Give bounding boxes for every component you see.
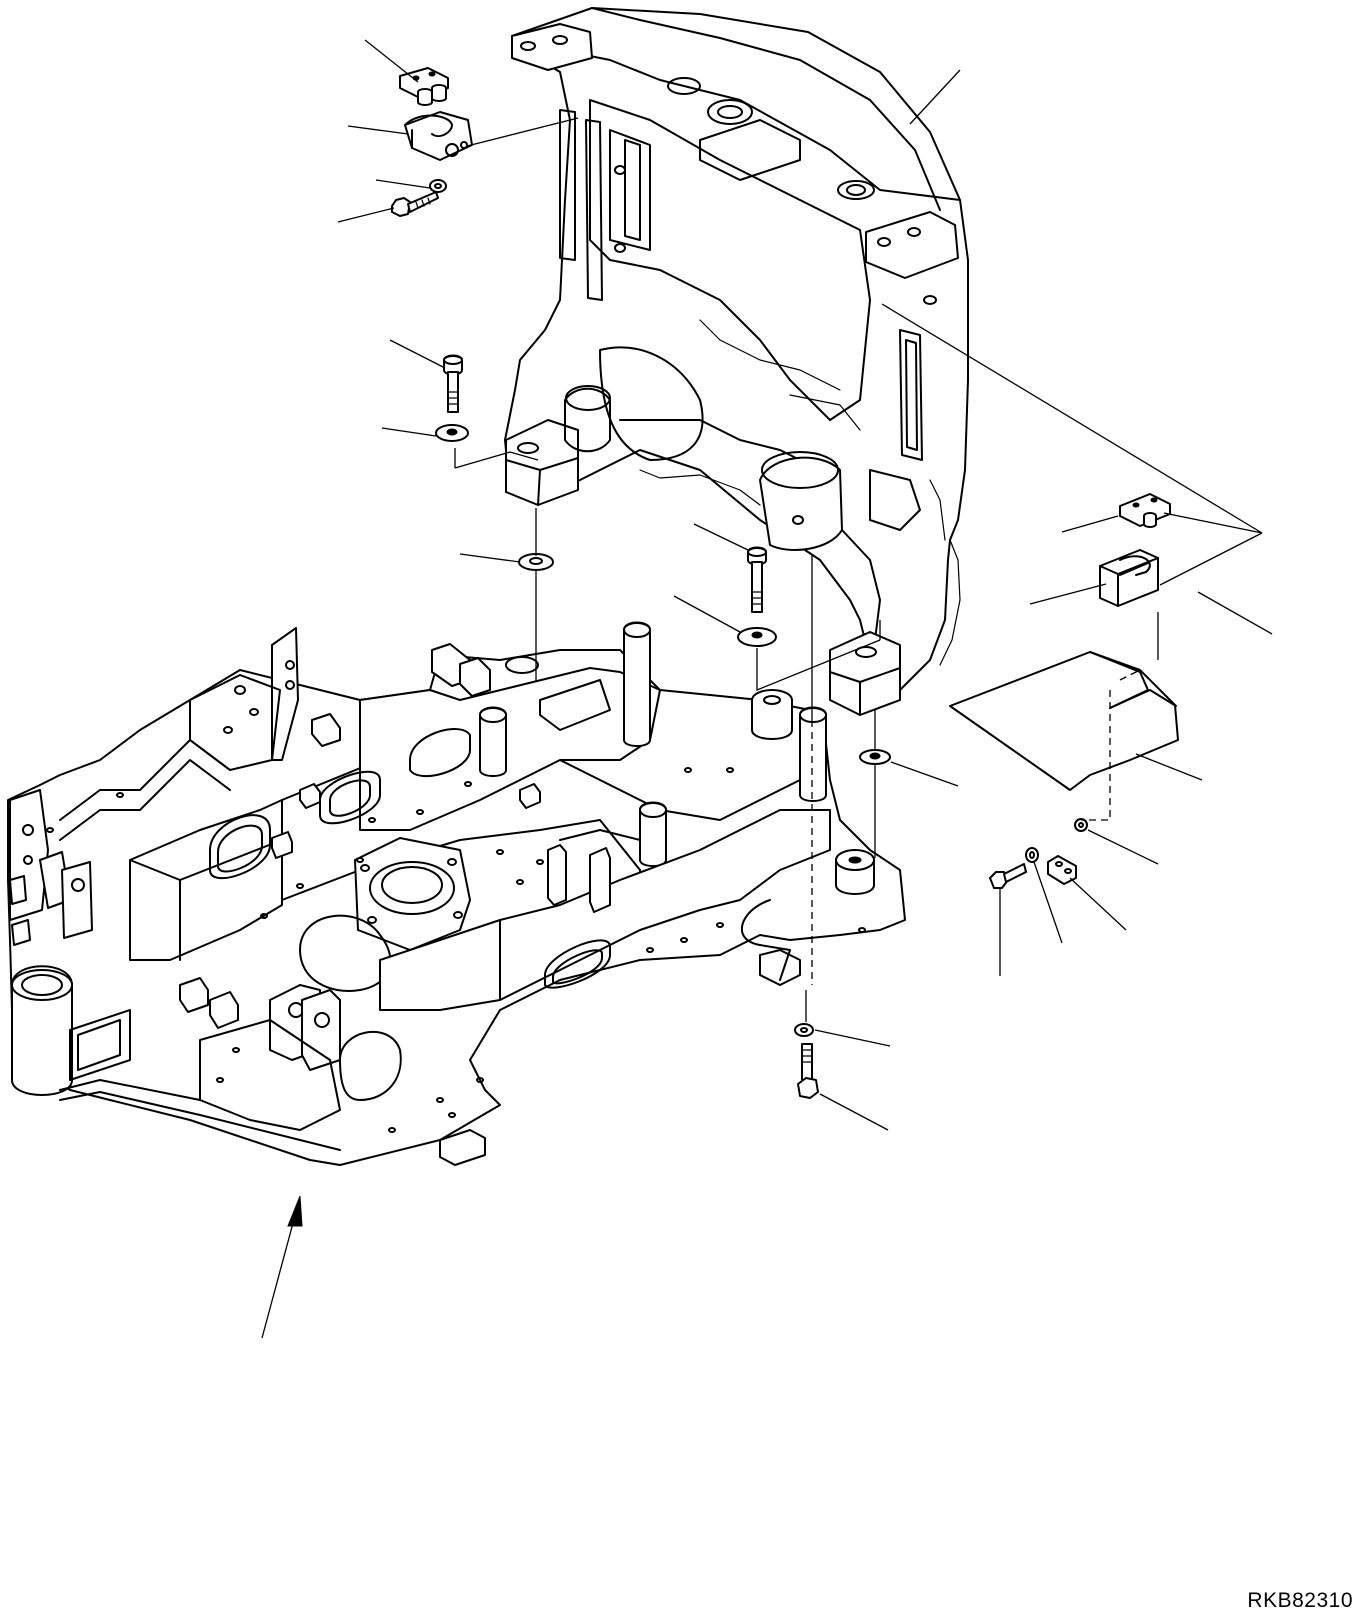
washer-left	[435, 424, 469, 442]
plate-washer-right	[1047, 855, 1077, 885]
drawing-code: RKB82310	[1247, 1589, 1353, 1612]
bolt-left	[443, 354, 463, 413]
bolt-center	[747, 546, 767, 613]
washer-center	[737, 627, 777, 647]
clip-plate-left	[399, 67, 449, 106]
bolt-right	[989, 863, 1027, 889]
washer-lower	[794, 1023, 814, 1037]
cover-plate	[949, 651, 1179, 791]
clamp-bracket-right	[1099, 549, 1159, 607]
assembly-lines	[454, 117, 1263, 1022]
lock-washer-right	[1025, 847, 1039, 863]
revolving-frame	[7, 621, 906, 1166]
clamp-bracket-left	[404, 111, 473, 161]
nut-right	[1074, 818, 1088, 832]
bolt-lower	[797, 1043, 819, 1099]
counterweight	[504, 7, 969, 716]
callout-leaders	[337, 39, 1273, 1131]
bolt-upper-left	[391, 191, 439, 217]
clip-plate-right	[1119, 493, 1171, 528]
rubber-mount-left	[518, 553, 554, 571]
view-direction-arrow	[261, 1195, 303, 1339]
lock-washer-upper-left	[429, 179, 447, 193]
rubber-mount-right	[859, 749, 891, 765]
